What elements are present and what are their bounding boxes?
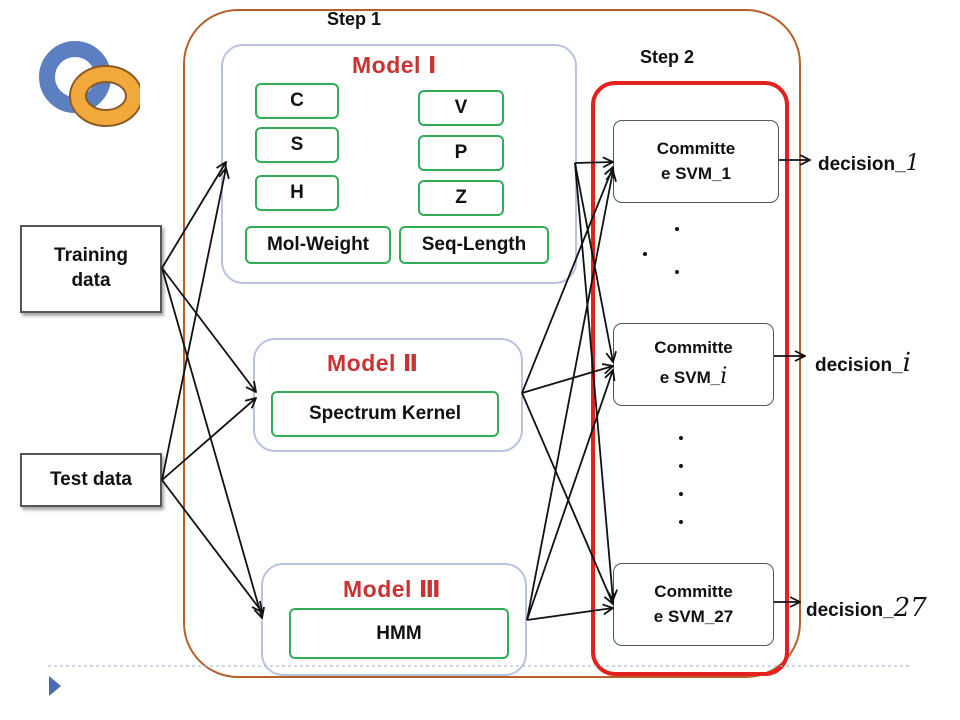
rings-logo — [39, 41, 140, 127]
test-data-label: Test data — [49, 468, 132, 490]
decision-i: decision_i — [815, 348, 911, 378]
feature-h: H — [255, 175, 339, 211]
arrow-model1-svmi — [574, 162, 613, 362]
feature-hmm: HMM — [289, 608, 509, 659]
svm1-line1: Committe — [656, 138, 736, 158]
footer-triangle-icon — [49, 676, 61, 696]
ellipsis-dot — [675, 227, 679, 231]
arrow-model2-svm27 — [521, 392, 613, 604]
committee-svm-27: Committe e SVM_27 — [613, 563, 774, 646]
arrow-model1-svm27 — [574, 162, 613, 600]
feature-c: C — [255, 83, 339, 119]
svm1-line2: e SVM_1 — [661, 163, 731, 183]
decision-27-var: 27 — [893, 593, 927, 623]
feature-p: P — [418, 135, 504, 171]
committee-svm-1: Committe e SVM_1 — [613, 120, 779, 203]
decision-i-var: i — [902, 348, 911, 378]
ellipsis-dot — [679, 520, 683, 524]
arrow-model2-svm1 — [521, 167, 613, 394]
feature-z: Z — [418, 180, 504, 216]
svmi-line2: e SVM_ — [659, 367, 721, 387]
arrow-model3-svm1 — [526, 171, 613, 621]
arrow-test-model1 — [161, 168, 226, 481]
decision-1: decision_1 — [818, 151, 920, 176]
decision-i-label: decision_ — [815, 355, 903, 376]
feature-v: V — [418, 90, 504, 126]
feature-s: S — [255, 127, 339, 163]
ellipsis-dot — [679, 436, 683, 440]
committee-svm-i: Committe e SVM_i — [613, 323, 774, 406]
arrow-training-model2 — [161, 267, 256, 392]
step2-label: Step 2 — [640, 47, 695, 67]
ellipsis-dot — [679, 492, 683, 496]
arrow-model3-svmi — [526, 370, 613, 621]
training-data-line1: Training — [54, 245, 128, 267]
model1-title: Model Ⅰ — [352, 52, 437, 78]
step1-label: Step 1 — [327, 9, 382, 29]
svm27-line1: Committe — [654, 581, 733, 601]
decision-1-var: 1 — [905, 151, 920, 176]
svmi-var: i — [720, 363, 728, 389]
model3-title: Model Ⅲ — [343, 576, 442, 602]
feature-seq-length: Seq-Length — [399, 226, 549, 264]
feature-mol-weight: Mol-Weight — [245, 226, 391, 264]
decision-1-label: decision_ — [818, 154, 906, 175]
svmi-line1: Committe — [654, 338, 733, 358]
model2-title: Model Ⅱ — [327, 350, 419, 376]
feature-spectrum-kernel: Spectrum Kernel — [271, 391, 499, 437]
arrow-training-model1 — [161, 162, 226, 269]
ellipsis-dot — [643, 252, 647, 256]
training-data-line2: data — [71, 270, 111, 291]
arrow-model3-svm27 — [526, 608, 613, 621]
svm27-line2: e SVM_27 — [653, 606, 734, 626]
ellipsis-dot — [675, 270, 679, 274]
arrow-test-model2 — [161, 398, 256, 481]
arrow-test-model3 — [161, 479, 262, 612]
ellipsis-dot — [679, 464, 683, 468]
decision-27: decision_27 — [806, 593, 927, 623]
arrow-model2-svmi — [521, 366, 613, 394]
training-data-box: Training data — [20, 225, 162, 313]
svmi-line2-wrap: e SVM_i — [660, 361, 728, 393]
arrow-training-model3 — [161, 267, 262, 618]
decision-27-label: decision_ — [806, 600, 894, 621]
arrow-model1-svm1 — [574, 162, 613, 163]
test-data-box: Test data — [20, 453, 162, 507]
